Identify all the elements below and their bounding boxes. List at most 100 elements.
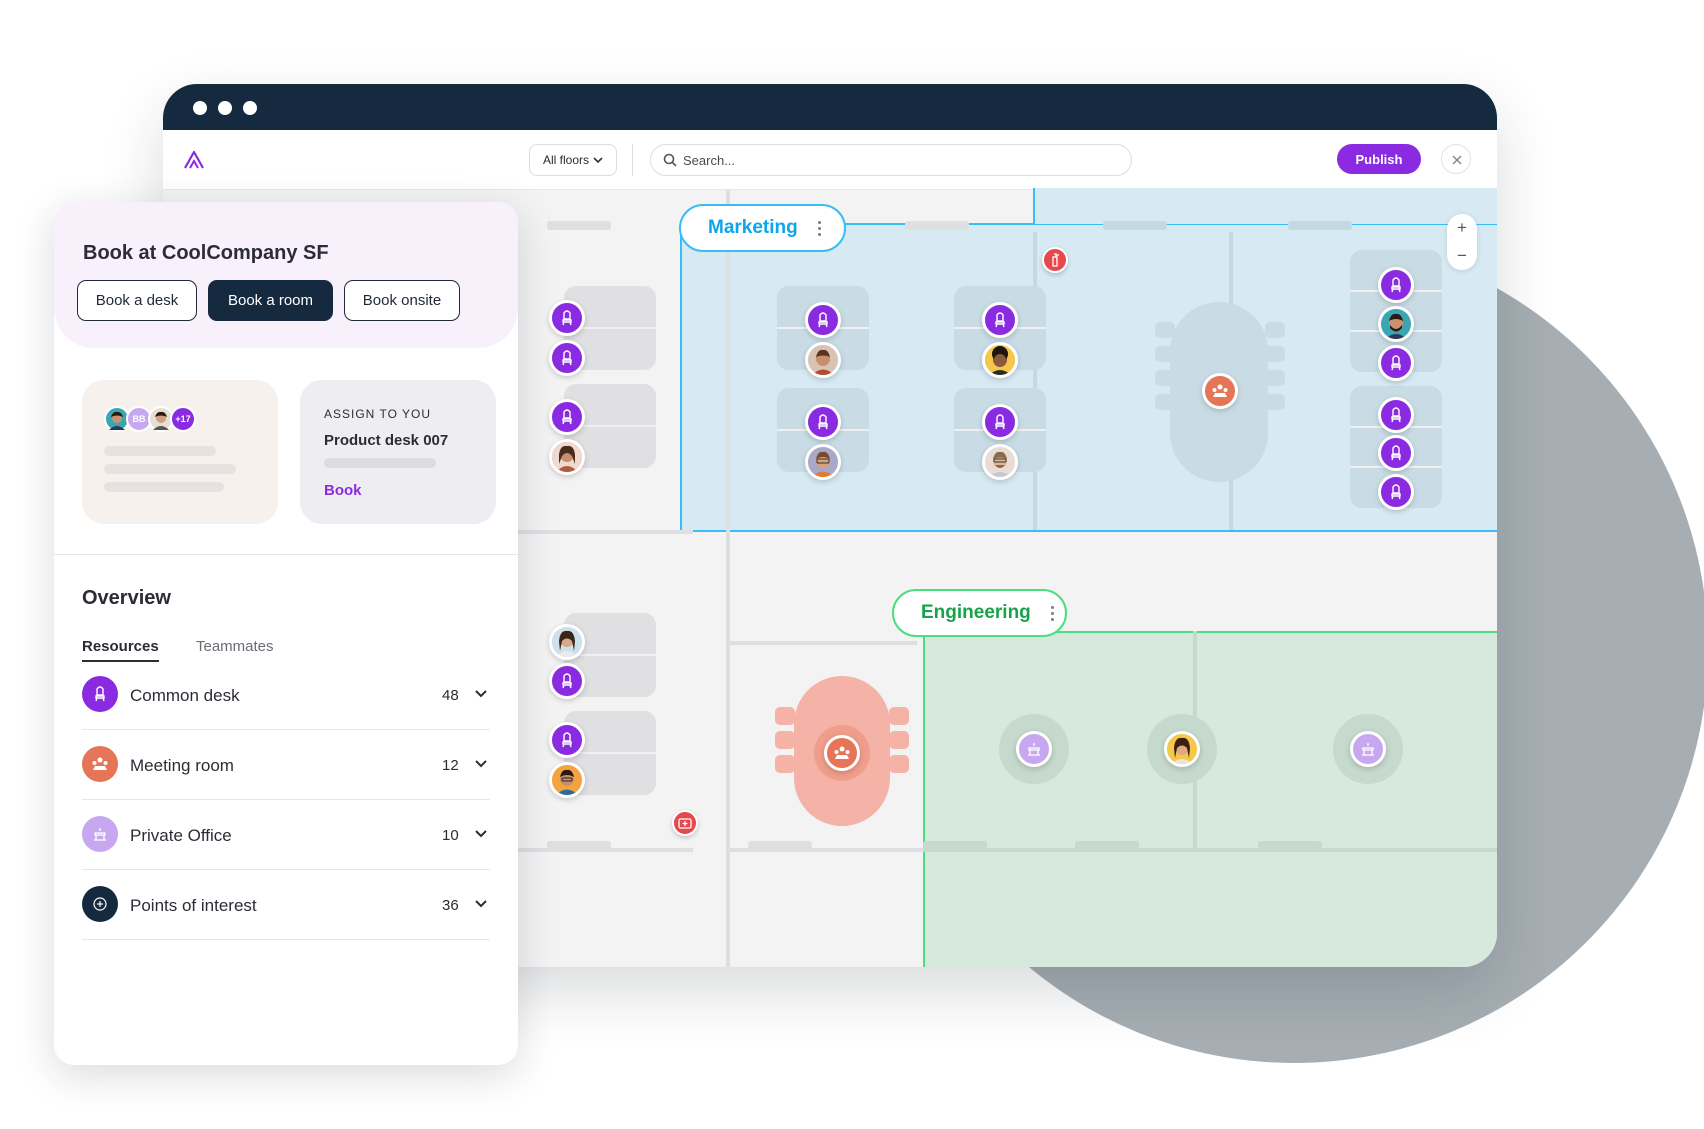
search-icon bbox=[663, 153, 677, 167]
wall bbox=[726, 848, 923, 852]
private-office-pin[interactable] bbox=[1016, 731, 1052, 767]
desk-pin[interactable] bbox=[549, 399, 585, 435]
chevron-down-icon[interactable] bbox=[474, 899, 488, 909]
chevron-down-icon[interactable] bbox=[474, 759, 488, 769]
desk-pin[interactable] bbox=[805, 302, 841, 338]
person-avatar-icon bbox=[1381, 309, 1411, 339]
tab-resources[interactable]: Resources bbox=[82, 638, 159, 662]
zoom-in-button[interactable]: + bbox=[1447, 214, 1477, 242]
desk-pin[interactable] bbox=[549, 722, 585, 758]
person-avatar-icon bbox=[808, 345, 838, 375]
chair bbox=[1265, 370, 1285, 386]
book-onsite-button[interactable]: Book onsite bbox=[344, 280, 460, 321]
publish-button[interactable]: Publish bbox=[1337, 144, 1421, 174]
row-divider bbox=[82, 939, 490, 940]
chevron-down-icon[interactable] bbox=[474, 829, 488, 839]
window-mark bbox=[1288, 221, 1352, 230]
meeting-room-icon bbox=[82, 746, 118, 782]
booking-title: Book at CoolCompany SF bbox=[83, 242, 329, 264]
teammate-avatar[interactable] bbox=[982, 342, 1018, 378]
meeting-room-icon bbox=[834, 746, 850, 759]
resource-row-meeting-room[interactable]: Meeting room 12 bbox=[82, 730, 490, 800]
zoom-out-button[interactable]: − bbox=[1447, 242, 1477, 270]
chair bbox=[775, 731, 795, 749]
chevron-down-icon[interactable] bbox=[474, 689, 488, 699]
desk-chair-icon bbox=[818, 414, 828, 430]
floor-select[interactable]: All floors bbox=[529, 144, 617, 176]
window-mark bbox=[1258, 841, 1322, 850]
close-icon bbox=[1452, 155, 1462, 165]
engineering-zone-label[interactable]: Engineering bbox=[892, 589, 1067, 637]
desk-pin[interactable] bbox=[1378, 267, 1414, 303]
meeting-room-pin[interactable] bbox=[1202, 373, 1238, 409]
search-box bbox=[650, 144, 1132, 176]
teammate-avatar[interactable] bbox=[805, 444, 841, 480]
person-avatar-icon bbox=[552, 627, 582, 657]
teammate-avatar[interactable] bbox=[549, 439, 585, 475]
window-dot-icon bbox=[243, 101, 257, 115]
teammate-avatar[interactable] bbox=[1164, 731, 1200, 767]
meeting-room-pin[interactable] bbox=[824, 735, 860, 771]
avatar bbox=[148, 406, 174, 432]
chair bbox=[775, 707, 795, 725]
zone-name: Marketing bbox=[708, 217, 798, 238]
window-mark bbox=[547, 221, 611, 230]
desk-pin[interactable] bbox=[982, 404, 1018, 440]
window-mark bbox=[547, 841, 611, 850]
app-logo-icon bbox=[184, 150, 204, 169]
avatar bbox=[104, 406, 130, 432]
top-toolbar: All floors Publish bbox=[163, 130, 1497, 190]
teammates-card[interactable]: BB +17 bbox=[82, 380, 278, 524]
close-button[interactable] bbox=[1441, 144, 1471, 174]
more-options-icon[interactable] bbox=[817, 220, 821, 236]
private-office-pin[interactable] bbox=[1350, 731, 1386, 767]
person-avatar-icon bbox=[552, 442, 582, 472]
toolbar-divider bbox=[632, 144, 633, 176]
chevron-down-icon bbox=[593, 157, 603, 164]
teammate-avatar[interactable] bbox=[805, 342, 841, 378]
fire-extinguisher-icon[interactable] bbox=[1042, 247, 1068, 273]
wall bbox=[923, 848, 1497, 852]
marketing-zone-label[interactable]: Marketing bbox=[679, 204, 846, 252]
resource-label: Common desk bbox=[130, 686, 240, 705]
resource-row-common-desk[interactable]: Common desk 48 bbox=[82, 660, 490, 730]
first-aid-icon[interactable] bbox=[672, 810, 698, 836]
window-dot-icon bbox=[218, 101, 232, 115]
private-office-icon bbox=[1362, 743, 1374, 756]
more-options-icon[interactable] bbox=[1050, 605, 1054, 621]
teammate-avatar[interactable] bbox=[549, 624, 585, 660]
search-input[interactable] bbox=[683, 150, 1113, 170]
window-titlebar bbox=[163, 84, 1497, 130]
person-avatar-icon bbox=[1167, 734, 1197, 764]
desk-pin[interactable] bbox=[1378, 397, 1414, 433]
row-divider bbox=[82, 799, 490, 800]
desk-chair-icon bbox=[1391, 277, 1401, 293]
assign-book-link[interactable]: Book bbox=[324, 482, 362, 499]
desk-pin[interactable] bbox=[549, 300, 585, 336]
resource-count: 12 bbox=[442, 757, 459, 774]
marketing-zone-top bbox=[1033, 188, 1497, 224]
desk-pin[interactable] bbox=[549, 340, 585, 376]
engineering-zone bbox=[923, 631, 1497, 967]
wall bbox=[726, 190, 730, 967]
desk-pin[interactable] bbox=[805, 404, 841, 440]
teammate-avatar[interactable] bbox=[982, 444, 1018, 480]
desk-chair-icon bbox=[995, 414, 1005, 430]
desk-pin[interactable] bbox=[982, 302, 1018, 338]
tab-teammates[interactable]: Teammates bbox=[196, 638, 274, 655]
desk-pin[interactable] bbox=[1378, 474, 1414, 510]
teammate-avatar[interactable] bbox=[549, 762, 585, 798]
resource-row-private-office[interactable]: Private Office 10 bbox=[82, 800, 490, 870]
book-room-button[interactable]: Book a room bbox=[208, 280, 333, 321]
window-mark bbox=[905, 221, 969, 230]
resource-row-points-of-interest[interactable]: Points of interest 36 bbox=[82, 870, 490, 940]
chair bbox=[1155, 322, 1175, 338]
desk-pin[interactable] bbox=[1378, 345, 1414, 381]
desk-chair-icon bbox=[562, 409, 572, 425]
book-desk-button[interactable]: Book a desk bbox=[77, 280, 197, 321]
window-mark bbox=[1075, 841, 1139, 850]
desk-pin[interactable] bbox=[549, 663, 585, 699]
teammate-avatar[interactable] bbox=[1378, 306, 1414, 342]
desk-pin[interactable] bbox=[1378, 435, 1414, 471]
